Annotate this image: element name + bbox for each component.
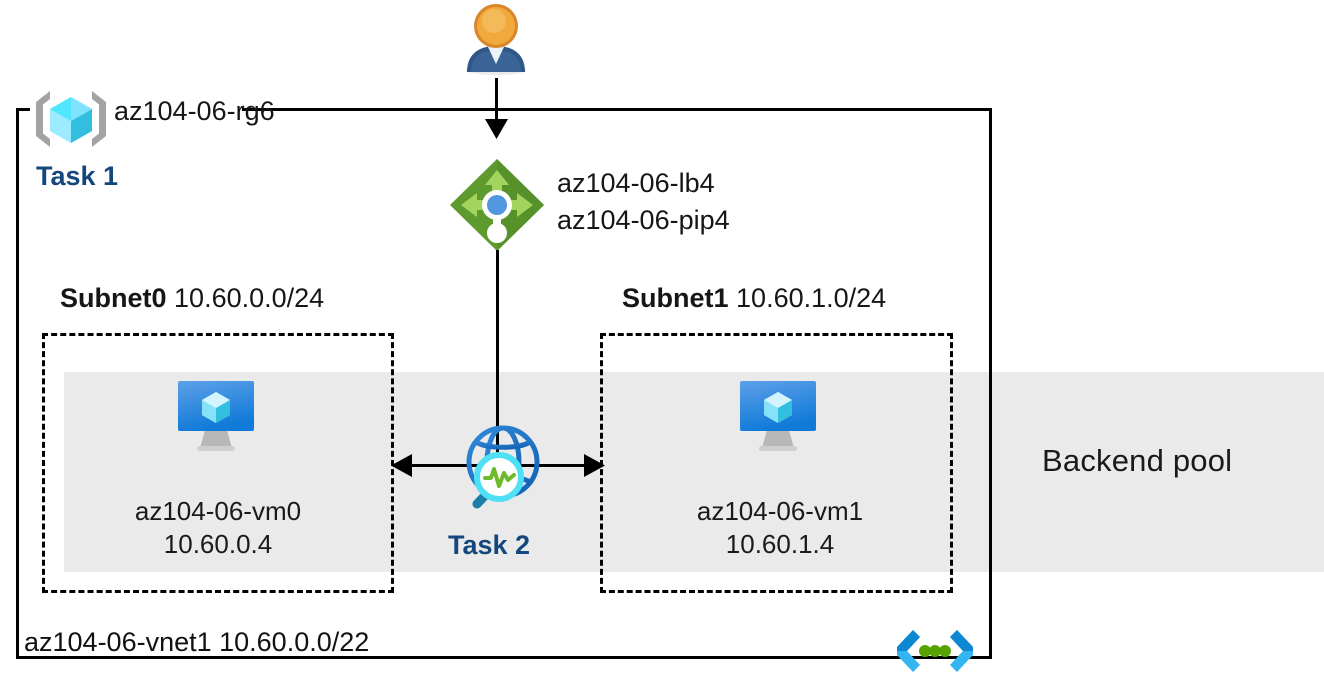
- vm1-labels: az104-06-vm1 10.60.1.4: [640, 495, 920, 562]
- vm0-name: az104-06-vm0: [134, 496, 302, 526]
- vm1-connectivity-line: [497, 464, 603, 467]
- vm0-connectivity-line: [393, 464, 497, 467]
- subnet0-cidr: 10.60.0.0/24: [174, 283, 325, 313]
- vnet-label: az104-06-vnet1 10.60.0.0/22: [24, 627, 370, 657]
- subnet1-cidr: 10.60.1.0/24: [736, 283, 887, 313]
- public-ip-name-label: az104-06-pip4: [557, 205, 730, 236]
- vm1-ip: 10.60.1.4: [725, 529, 835, 560]
- resource-group-name-label: az104-06-rg6: [114, 96, 275, 126]
- load-balancer-labels: az104-06-lb4 az104-06-pip4: [557, 165, 730, 240]
- resource-group-cube-icon: [30, 88, 112, 150]
- task-2-label: Task 2: [448, 530, 531, 560]
- virtual-machine-icon: [175, 378, 257, 456]
- virtual-machine-icon: [737, 378, 819, 456]
- backend-pool-band: [64, 372, 1324, 572]
- subnet0-label: Subnet0 10.60.0.0/24: [60, 283, 324, 314]
- load-balancer-name-label: az104-06-lb4: [557, 168, 715, 198]
- network-watcher-globe-magnifier-icon: [455, 420, 547, 516]
- lb-to-vnet-line: [496, 250, 499, 465]
- load-balancer-diamond-icon: [448, 157, 546, 253]
- user-to-lb-line: [495, 78, 498, 126]
- vm1-name: az104-06-vm1: [696, 496, 864, 526]
- subnet1-name: Subnet1: [622, 283, 729, 313]
- backend-pool-label: Backend pool: [1042, 443, 1233, 478]
- resource-group-boundary: [16, 108, 992, 659]
- subnet1-label: Subnet1 10.60.1.0/24: [622, 283, 886, 314]
- subnet0-name: Subnet0: [60, 283, 167, 313]
- vm0-ip: 10.60.0.4: [163, 529, 273, 560]
- user-person-icon: [461, 2, 531, 76]
- task-1-label: Task 1: [36, 161, 119, 191]
- vm0-labels: az104-06-vm0 10.60.0.4: [78, 495, 358, 562]
- virtual-network-chevron-icon: [893, 628, 977, 674]
